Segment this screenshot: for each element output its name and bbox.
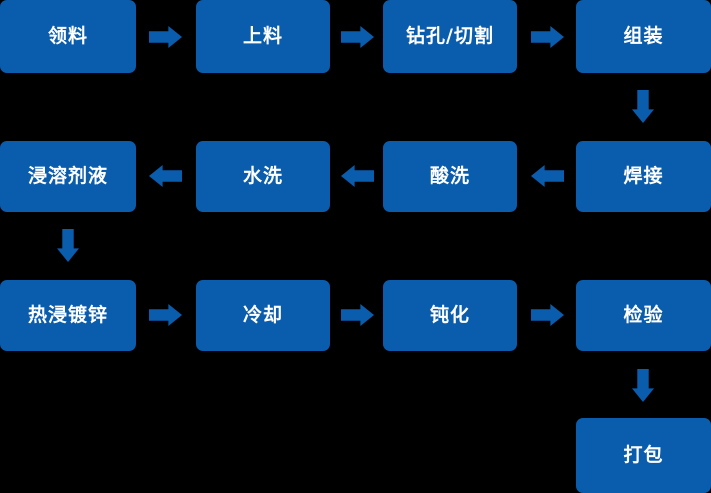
process-node-label: 钝化 — [429, 304, 470, 326]
process-node-label: 检验 — [623, 304, 664, 326]
process-node-label: 焊接 — [623, 165, 664, 187]
process-node-label: 水洗 — [242, 165, 283, 187]
arrow-right-icon — [531, 304, 564, 326]
process-node-label: 打包 — [623, 444, 664, 466]
process-node-label: 热浸镀锌 — [27, 304, 108, 326]
process-node-label: 领料 — [47, 25, 88, 47]
process-node-n12[interactable]: 检验 — [576, 280, 711, 351]
process-node-n8[interactable]: 焊接 — [576, 141, 711, 212]
process-node-label: 钻孔/切割 — [406, 25, 494, 47]
process-node-n5[interactable]: 浸溶剂液 — [0, 141, 136, 212]
arrow-right-icon — [149, 26, 182, 48]
arrow-left-icon — [149, 165, 182, 187]
process-node-label: 组装 — [623, 25, 664, 47]
process-node-n6[interactable]: 水洗 — [196, 141, 330, 212]
process-node-n10[interactable]: 冷却 — [196, 280, 330, 351]
process-node-label: 上料 — [242, 25, 283, 47]
arrow-right-icon — [341, 304, 374, 326]
arrow-right-icon — [149, 304, 182, 326]
arrow-down-icon — [632, 369, 654, 402]
process-node-label: 酸洗 — [429, 165, 470, 187]
process-node-n7[interactable]: 酸洗 — [383, 141, 517, 212]
arrow-left-icon — [531, 165, 564, 187]
arrow-down-icon — [57, 229, 79, 262]
arrow-down-icon — [632, 90, 654, 123]
arrow-right-icon — [531, 26, 564, 48]
process-node-n9[interactable]: 热浸镀锌 — [0, 280, 136, 351]
process-node-n11[interactable]: 钝化 — [383, 280, 517, 351]
process-node-n13[interactable]: 打包 — [576, 418, 711, 493]
arrow-right-icon — [341, 26, 374, 48]
process-node-n3[interactable]: 钻孔/切割 — [383, 0, 517, 73]
process-node-n2[interactable]: 上料 — [196, 0, 330, 73]
arrow-left-icon — [341, 165, 374, 187]
process-node-label: 浸溶剂液 — [27, 165, 108, 187]
process-node-label: 冷却 — [242, 304, 283, 326]
process-node-n4[interactable]: 组装 — [576, 0, 711, 73]
process-node-n1[interactable]: 领料 — [0, 0, 136, 73]
